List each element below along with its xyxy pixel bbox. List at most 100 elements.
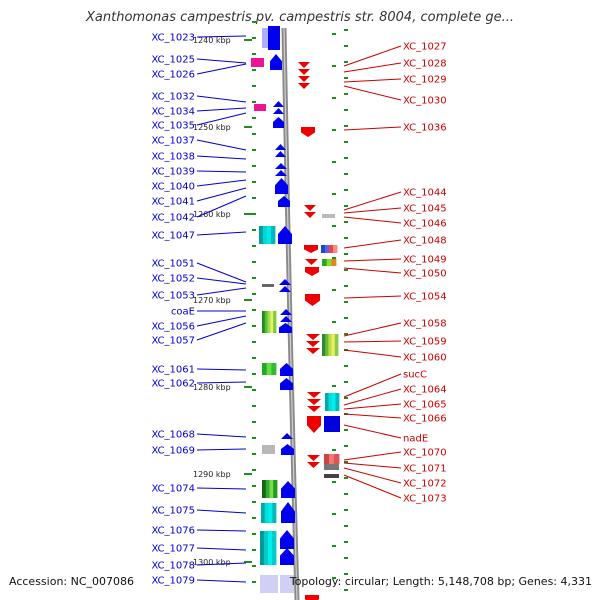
left-gene-label: XC_1078: [151, 561, 195, 572]
right-gene-label: sucC: [403, 370, 427, 381]
right-gene-label: XC_1060: [403, 353, 447, 364]
left-leader-line: [196, 112, 247, 126]
domain-block: [266, 363, 272, 375]
right-gene-label: XC_1054: [403, 292, 447, 303]
left-gene-label: XC_1035: [151, 121, 195, 132]
reverse-gene-chevron: [306, 348, 320, 354]
map-title: Xanthomonas campestris pv. campestris st…: [86, 10, 514, 25]
reverse-gene-arrow: [305, 267, 319, 276]
domain-block: [328, 393, 333, 411]
left-gene-label: XC_1074: [151, 484, 195, 495]
scale-label: 1240 kbp: [193, 36, 231, 45]
forward-gene-arrow: [280, 378, 293, 390]
left-leader-line: [196, 487, 247, 490]
right-leader-line: [343, 267, 402, 274]
reverse-gene-arrow: [301, 127, 315, 137]
right-gene-label: XC_1036: [403, 123, 447, 134]
reverse-gene-chevron: [298, 76, 310, 82]
rna-feature: [251, 58, 264, 67]
right-leader-line: [343, 62, 402, 73]
right-gene-label: XC_1066: [403, 414, 447, 425]
domain-block: [262, 311, 266, 333]
domain-block: [328, 334, 332, 356]
left-gene-label: XC_1032: [151, 92, 195, 103]
right-gene-label: XC_1070: [403, 448, 447, 459]
left-gene-label: XC_1026: [151, 70, 195, 81]
left-leader-line: [196, 139, 247, 151]
right-leader-line: [343, 78, 402, 83]
reverse-gene-chevron: [298, 62, 310, 68]
small-feature: [324, 464, 339, 470]
domain-block: [260, 531, 265, 565]
domain-block: [264, 503, 269, 523]
left-leader-line: [196, 179, 247, 187]
domain-block: [268, 503, 273, 523]
right-leader-line: [343, 467, 402, 484]
forward-gene-arrow: [278, 226, 292, 244]
right-leader-line: [343, 451, 402, 461]
reverse-gene-chevron: [307, 399, 321, 405]
right-gene-label: XC_1048: [403, 236, 447, 247]
right-leader-line: [343, 207, 402, 214]
rna-feature: [254, 104, 266, 111]
left-leader-line: [196, 277, 247, 285]
domain-block: [271, 363, 277, 375]
domain-block: [333, 245, 338, 253]
domain-block: [265, 480, 270, 498]
left-leader-line: [196, 381, 247, 384]
left-leader-line: [196, 509, 247, 514]
domain-block: [325, 393, 329, 411]
domain-block: [259, 226, 264, 244]
right-gene-label: XC_1065: [403, 400, 447, 411]
accession-label: Accession: NC_007086: [9, 575, 135, 588]
forward-gene-chevron: [273, 101, 284, 107]
right-leader-line: [343, 322, 402, 337]
left-gene-label: XC_1038: [151, 152, 195, 163]
forward-gene-block: [268, 26, 280, 50]
forward-gene-arrow: [278, 196, 290, 207]
forward-gene-chevron: [275, 163, 287, 169]
domain-block: [334, 454, 340, 464]
reverse-gene-arrow: [305, 294, 320, 306]
gene-block: [324, 416, 340, 432]
forward-gene-arrow: [273, 117, 284, 128]
domain-block: [264, 311, 268, 333]
right-gene-label: XC_1049: [403, 255, 447, 266]
left-leader-line: [196, 58, 247, 64]
domain-block: [324, 454, 330, 464]
right-leader-line: [343, 45, 402, 67]
right-leader-line: [343, 239, 402, 249]
right-gene-label: XC_1059: [403, 337, 447, 348]
scale-label: 1300 kbp: [193, 558, 231, 567]
domain-block: [331, 259, 337, 266]
left-leader-line: [196, 547, 247, 551]
small-feature: [322, 214, 335, 218]
left-gene-label: XC_1061: [151, 365, 195, 376]
small-feature: [262, 445, 275, 454]
left-leader-line: [196, 187, 247, 202]
domain-block: [321, 245, 326, 253]
reverse-gene-chevron: [298, 83, 310, 89]
scale-label: 1290 kbp: [193, 470, 231, 479]
domain-block: [264, 531, 269, 565]
left-leader-line: [196, 315, 247, 327]
right-gene-label: XC_1071: [403, 464, 447, 475]
small-feature: [262, 284, 274, 287]
right-gene-label: XC_1030: [403, 96, 447, 107]
reverse-gene-arrow: [307, 416, 321, 433]
right-leader-line: [343, 126, 402, 131]
domain-block: [271, 226, 276, 244]
left-gene-label: XC_1079: [151, 576, 195, 587]
right-leader-line: [343, 85, 402, 101]
left-label-layer: XC_1023XC_1025XC_1026XC_1032XC_1034XC_10…: [151, 33, 247, 587]
left-gene-label: XC_1025: [151, 55, 195, 66]
left-leader-line: [196, 368, 247, 371]
left-gene-label: XC_1042: [151, 213, 195, 224]
forward-gene-chevron: [279, 279, 291, 285]
reverse-gene-chevron: [305, 259, 318, 265]
left-leader-line: [196, 170, 247, 173]
left-leader-line: [196, 529, 247, 532]
forward-gene-arrow: [270, 54, 282, 70]
left-gene-label: XC_1053: [151, 291, 195, 302]
